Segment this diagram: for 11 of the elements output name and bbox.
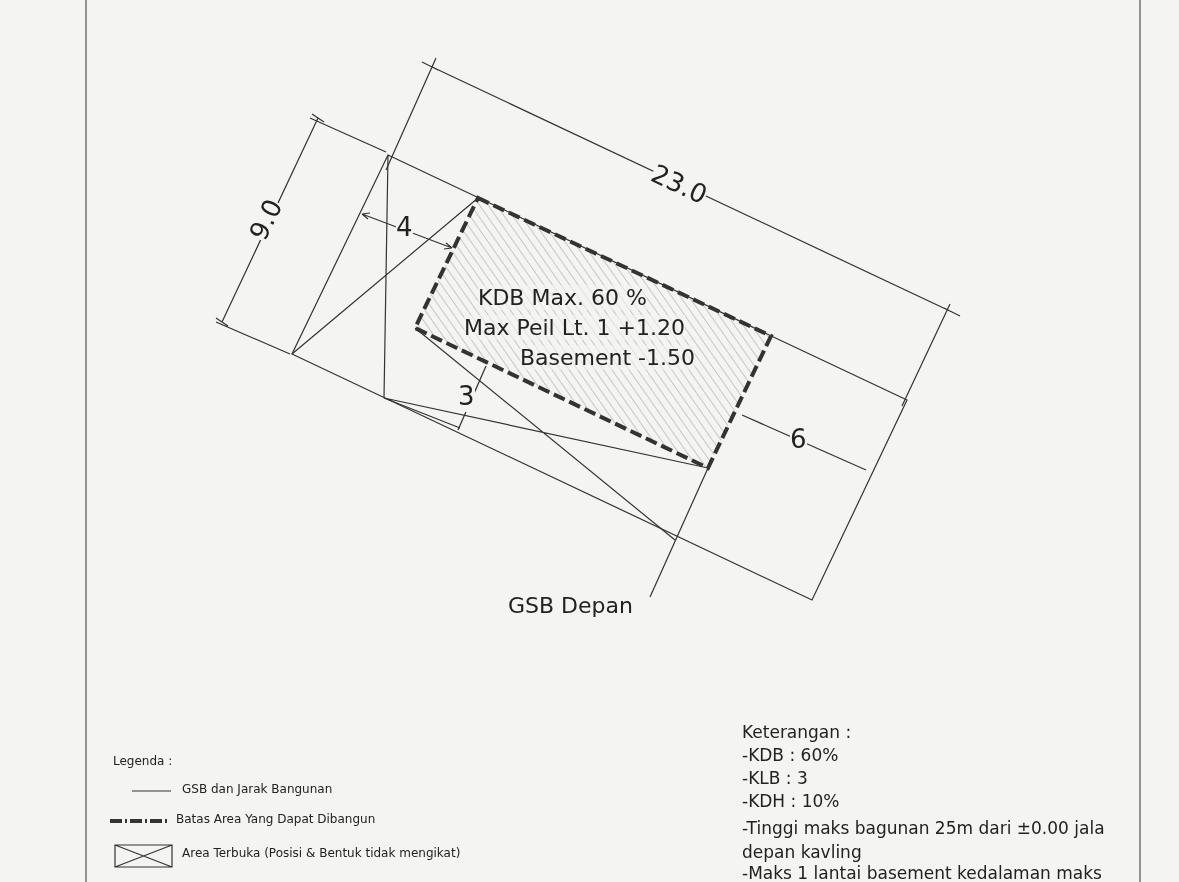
legend-text: Batas Area Yang Dapat Dibangun [176,813,376,827]
area-note: KDB Max. 60 % [478,285,647,311]
notes-heading: Keterangan : [742,723,852,743]
area-note: Max Peil Lt. 1 +1.20 [464,315,685,341]
area-note: Basement -1.50 [520,345,696,371]
dimension-value: 3 [458,382,475,412]
note-text: -Maks 1 lantai basement kedalaman maks [742,864,1102,882]
note-text: -Tinggi maks bagunan 25m dari ±0.00 jala depan kavling [742,817,1106,864]
legend-heading: Legenda : [113,755,173,769]
legend-text: Area Terbuka (Posisi & Bentuk tidak mengikat) [182,847,461,861]
legend-text: GSB dan Jarak Bangunan [182,783,333,797]
